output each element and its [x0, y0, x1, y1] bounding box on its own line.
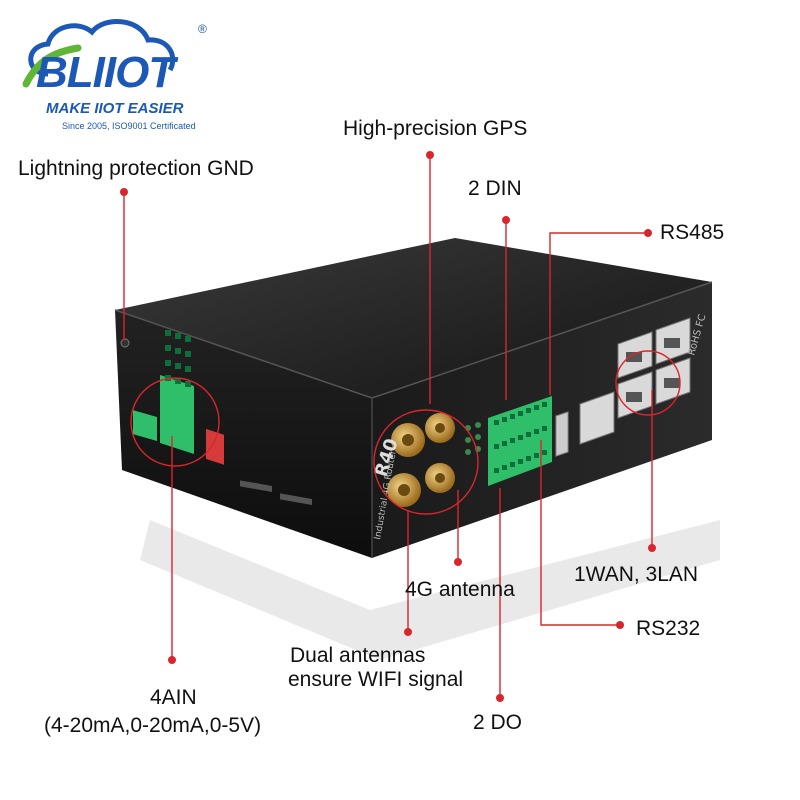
callout-do: 2 DO [473, 711, 523, 734]
callout-wifi-line1: Dual antennas [290, 644, 426, 667]
console-port [579, 391, 615, 445]
router-front-face [115, 310, 372, 558]
callout-ain-title: 4AIN [150, 686, 197, 709]
sim1-slot [240, 480, 272, 492]
brand-name: BLIIOT [36, 48, 175, 97]
brand-tagline: MAKE IIOT EASIER [46, 100, 184, 117]
callout-rs232: RS232 [636, 617, 701, 640]
callout-lines [123, 155, 653, 698]
callout-gps: High-precision GPS [343, 117, 528, 140]
usb-port [555, 411, 569, 457]
callout-din: 2 DIN [468, 177, 522, 200]
callout-dots [120, 151, 656, 702]
callout-rs485: RS485 [660, 221, 725, 244]
sim2-slot [280, 493, 312, 506]
callout-highlight-circles [130, 350, 681, 515]
callout-ain-range: (4-20mA,0-20mA,0-5V) [44, 714, 262, 737]
callout-lightning-gnd: Lightning protection GND [18, 157, 254, 180]
lte-antenna-connector [425, 463, 455, 493]
router-top-face [115, 238, 712, 398]
ground-screw [120, 338, 130, 348]
callout-4g-antenna: 4G antenna [405, 578, 515, 601]
dip-switch [206, 428, 224, 465]
io-terminal-block [488, 396, 552, 486]
cloud-logo-icon [22, 19, 176, 88]
gps-antenna-connector [425, 413, 455, 443]
callout-wan-lan: 1WAN, 3LAN [574, 563, 699, 586]
wifi-antenna-connector-2 [387, 473, 421, 507]
brand-certification: Since 2005, ISO9001 Certificated [62, 121, 196, 131]
callout-wifi-line2: ensure WIFI signal [288, 668, 464, 691]
wifi-antenna-connector-1 [391, 423, 425, 457]
registered-mark: ® [198, 22, 207, 36]
